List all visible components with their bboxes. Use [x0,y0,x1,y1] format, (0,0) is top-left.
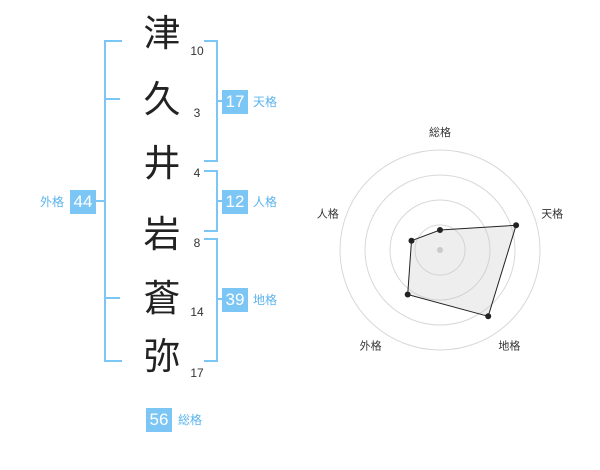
soukaku-label: 総格 [178,413,203,427]
radar-rings [339,149,541,351]
stroke-count-4: 8 [193,236,201,250]
jinkaku-value: 12 [222,190,248,214]
name-char-4: 岩 [143,213,181,256]
radar-ring [364,174,516,326]
stroke-count-6: 17 [190,366,204,380]
gaikaku-value: 44 [70,190,96,214]
radar-axis-label: 天格 [541,207,563,221]
chikaku-bracket-connector [216,298,222,300]
radar-ring [414,224,466,276]
chikaku-label: 地格 [253,293,278,307]
tenkaku-bracket-connector [216,100,222,102]
gaikaku-label: 外格 [40,195,65,209]
radar-point [404,291,411,298]
radar-axis-label: 総格 [429,125,451,139]
radar-points [404,222,520,320]
radar-center [437,247,443,253]
stroke-count-3: 4 [193,166,201,180]
radar-axis-label: 外格 [360,339,382,353]
tenkaku-label: 天格 [253,95,278,109]
radar-point [437,227,443,233]
stroke-count-5: 14 [190,305,204,319]
name-char-2: 久 [143,78,181,121]
gaikaku-bracket-tick [106,98,120,100]
radar-ring [389,199,491,301]
name-char-1: 津 [143,12,181,55]
gaikaku-bracket-tick [106,297,120,299]
chikaku-value: 39 [222,288,248,312]
radar-point [513,222,520,229]
jinkaku-bracket-connector [216,200,222,202]
chikaku-bracket [204,238,218,362]
radar-point [485,313,492,320]
stroke-count-2: 3 [193,106,201,120]
gaikaku-bracket [104,40,122,362]
name-char-6: 弥 [143,335,181,378]
radar-polygon [407,224,517,317]
soukaku-value: 56 [146,408,172,432]
name-char-5: 蒼 [143,277,181,320]
radar-ring [339,149,541,351]
gaikaku-bracket-connector [96,200,104,202]
radar-axis-label: 地格 [498,339,520,353]
tenkaku-value: 17 [222,90,248,114]
radar-axis-label: 人格 [317,207,339,221]
radar-point [408,237,415,244]
jinkaku-label: 人格 [253,195,278,209]
name-char-3: 井 [143,142,181,185]
stroke-count-1: 10 [190,44,204,58]
